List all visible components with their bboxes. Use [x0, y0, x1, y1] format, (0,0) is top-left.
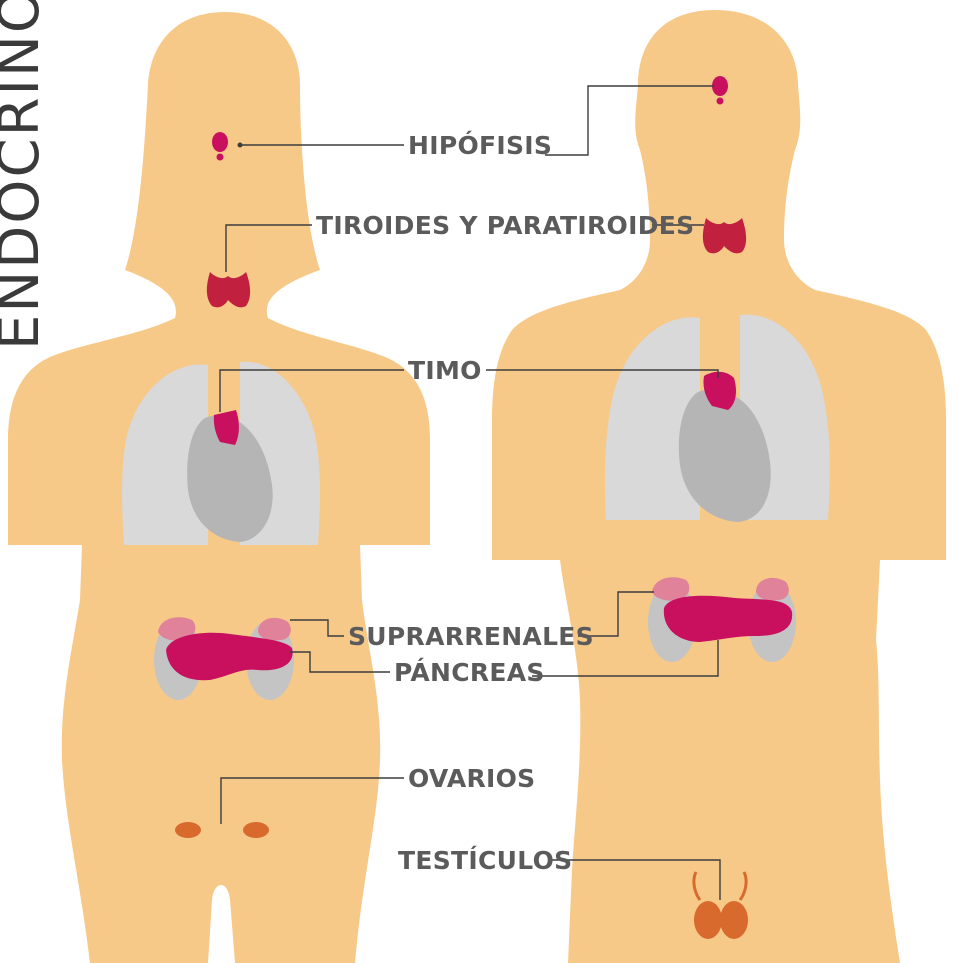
- female-right-ovary: [243, 822, 269, 838]
- male-pituitary-stalk: [717, 98, 724, 105]
- male-left-testicle: [694, 901, 722, 939]
- label-ovarios: OVARIOS: [408, 764, 536, 793]
- label-tiroides: TIROIDES Y PARATIROIDES: [316, 211, 694, 240]
- female-left-ovary: [175, 822, 201, 838]
- label-pancreas: PÁNCREAS: [394, 658, 545, 687]
- label-suprarrenales: SUPRARRENALES: [348, 622, 594, 651]
- label-testiculos: TESTÍCULOS: [398, 846, 572, 875]
- label-timo: TIMO: [408, 356, 482, 385]
- male-pituitary: [712, 76, 728, 96]
- label-hipofisis: HIPÓFISIS: [408, 130, 552, 160]
- side-title: ENDOCRINO: [0, 0, 52, 350]
- female-pituitary-stalk: [217, 154, 224, 161]
- male-right-testicle: [720, 901, 748, 939]
- female-pituitary: [212, 132, 228, 152]
